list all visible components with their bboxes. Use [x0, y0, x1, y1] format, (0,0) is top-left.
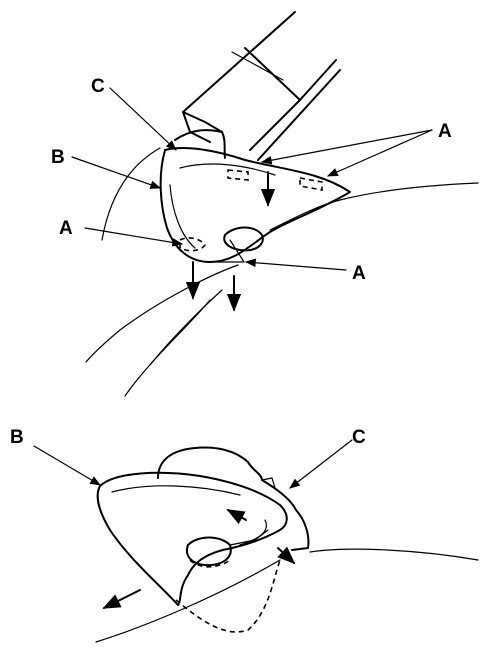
clip-a-hidden — [179, 169, 323, 252]
removal-arrows-top — [185, 171, 276, 312]
label-c-bottom: C — [352, 427, 366, 448]
cover-b — [159, 147, 351, 263]
label-a-upper-right: A — [438, 121, 452, 142]
trim-tool — [174, 11, 341, 161]
headliner-panel-bottom — [95, 548, 479, 643]
leader-lines-top — [71, 87, 433, 271]
label-b-top: B — [51, 147, 65, 168]
clip-c — [157, 446, 310, 551]
hidden-clip-outline — [175, 559, 281, 633]
removal-arrows-bottom — [102, 509, 296, 609]
label-a-lower-right: A — [352, 263, 366, 284]
leader-lines-bottom — [33, 439, 353, 489]
hidden-knob-outline — [189, 559, 231, 568]
top-view: C B A A A — [51, 11, 479, 397]
label-c-top: C — [91, 76, 105, 97]
label-b-bottom: B — [10, 427, 24, 448]
headliner-panel — [85, 147, 479, 397]
label-a-left: A — [59, 218, 73, 239]
bottom-view: B C — [10, 427, 479, 643]
cover-b-bottom — [96, 471, 288, 606]
